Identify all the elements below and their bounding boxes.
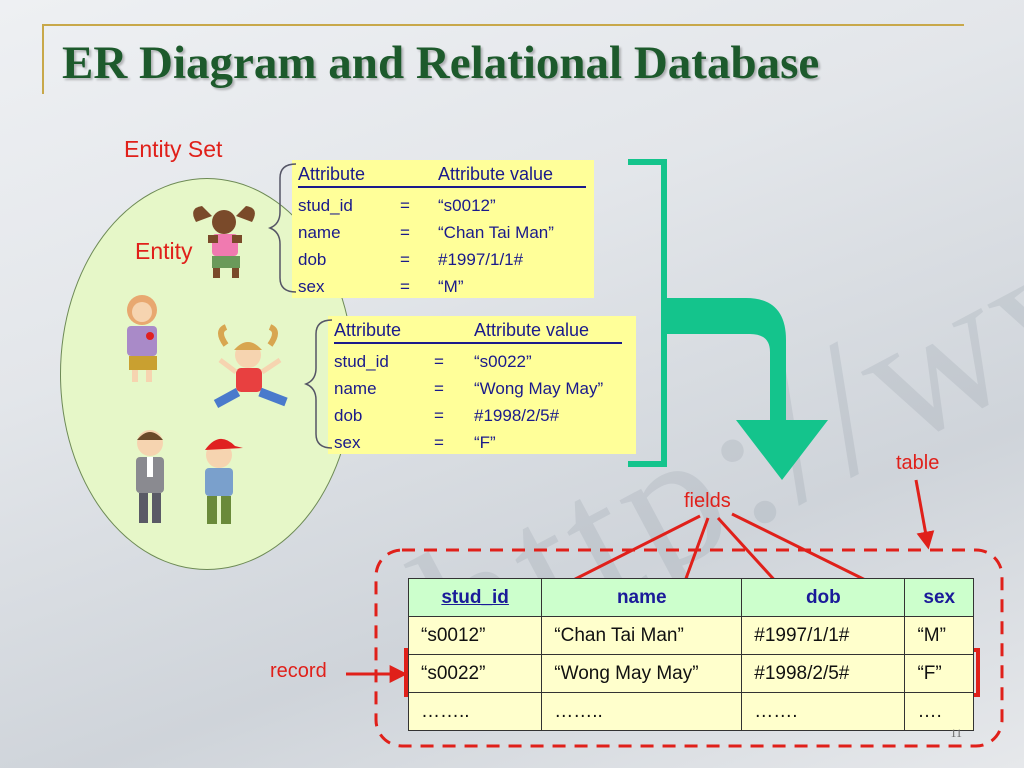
attr-name: sex [334,433,361,452]
attr-value: “F” [474,433,496,452]
title-rule-horizontal [42,24,964,26]
attr-equals: = [434,406,444,425]
attr-value: #1997/1/1# [438,250,524,269]
attribute-value-header: Attribute value [438,164,554,184]
girl-with-ribbon-icon [127,295,157,382]
attr-equals: = [400,250,410,269]
attr-value: “s0022” [474,352,532,371]
table-cell: “Chan Tai Man” [541,616,743,655]
entity-brace-1 [267,163,297,293]
table-cell: #1997/1/1# [741,616,906,655]
table-cell: …. [904,692,974,731]
fields-label: fields [684,490,731,512]
table-cell: ……. [741,692,906,731]
column-header-name: name [541,578,743,617]
table-cell: …….. [407,692,543,731]
table-label: table [896,452,940,474]
table-cell: …….. [541,692,743,731]
boy-with-cap-icon [205,438,243,524]
table-cell: “F” [904,654,974,693]
table-row: “s0022” “Wong May May” #1998/2/5# “F” [407,654,974,693]
header-underline [298,186,586,188]
girl-jumping-icon [213,324,288,408]
attr-value: “s0012” [438,196,496,215]
entity-panel-1: Attribute Attribute value stud_id = “s00… [292,160,594,298]
table-arrow [914,479,935,550]
entity-set-label: Entity Set [124,136,223,162]
attr-value: “Chan Tai Man” [438,223,554,242]
table-row: “s0012” “Chan Tai Man” #1997/1/1# “M” [407,616,974,655]
attribute-header: Attribute [334,320,402,340]
attr-equals: = [434,433,444,452]
relational-table: stud_id name dob sex “s0012” “Chan Tai M… [407,578,974,731]
attr-value: “Wong May May” [474,379,604,398]
convert-arrow [664,298,828,480]
title-rule-vertical [42,24,44,94]
attribute-value-header: Attribute value [474,320,590,340]
entity-label: Entity [135,238,193,264]
attr-name: dob [298,250,327,269]
table-dashed-border [374,548,1004,748]
attr-name: name [298,223,341,242]
column-header-dob: dob [741,578,906,617]
table-cell: “s0022” [407,654,543,693]
table-cell: #1998/2/5# [741,654,906,693]
entity-brace-2 [303,319,333,449]
attr-name: dob [334,406,363,425]
boy-flexing-icon [193,206,255,278]
attr-name: stud_id [298,196,353,215]
column-header-sex: sex [904,578,974,617]
record-label: record [270,660,327,682]
table-header-row: stud_id name dob sex [407,578,974,617]
table-cell: “s0012” [407,616,543,655]
header-underline [334,342,622,344]
attr-value: #1998/2/5# [474,406,560,425]
slide-title: ER Diagram and Relational Database [62,37,820,89]
table-cell: “Wong May May” [541,654,743,693]
slide-number: 11 [950,726,962,740]
attr-equals: = [400,223,410,242]
entity-panel-2: Attribute Attribute value stud_id = “s00… [328,316,636,454]
attr-name: stud_id [334,352,389,371]
attr-equals: = [434,379,444,398]
attr-value: “M” [438,277,464,296]
attr-equals: = [434,352,444,371]
attr-name: name [334,379,377,398]
attr-name: sex [298,277,325,296]
boy-in-suit-icon [136,430,164,523]
group-bracket [628,159,667,467]
table-row: …….. …….. ……. …. [407,692,974,731]
attr-equals: = [400,196,410,215]
attr-equals: = [400,277,410,296]
table-cell: “M” [904,616,974,655]
attribute-header: Attribute [298,164,366,184]
column-header-stud-id: stud_id [407,578,543,617]
